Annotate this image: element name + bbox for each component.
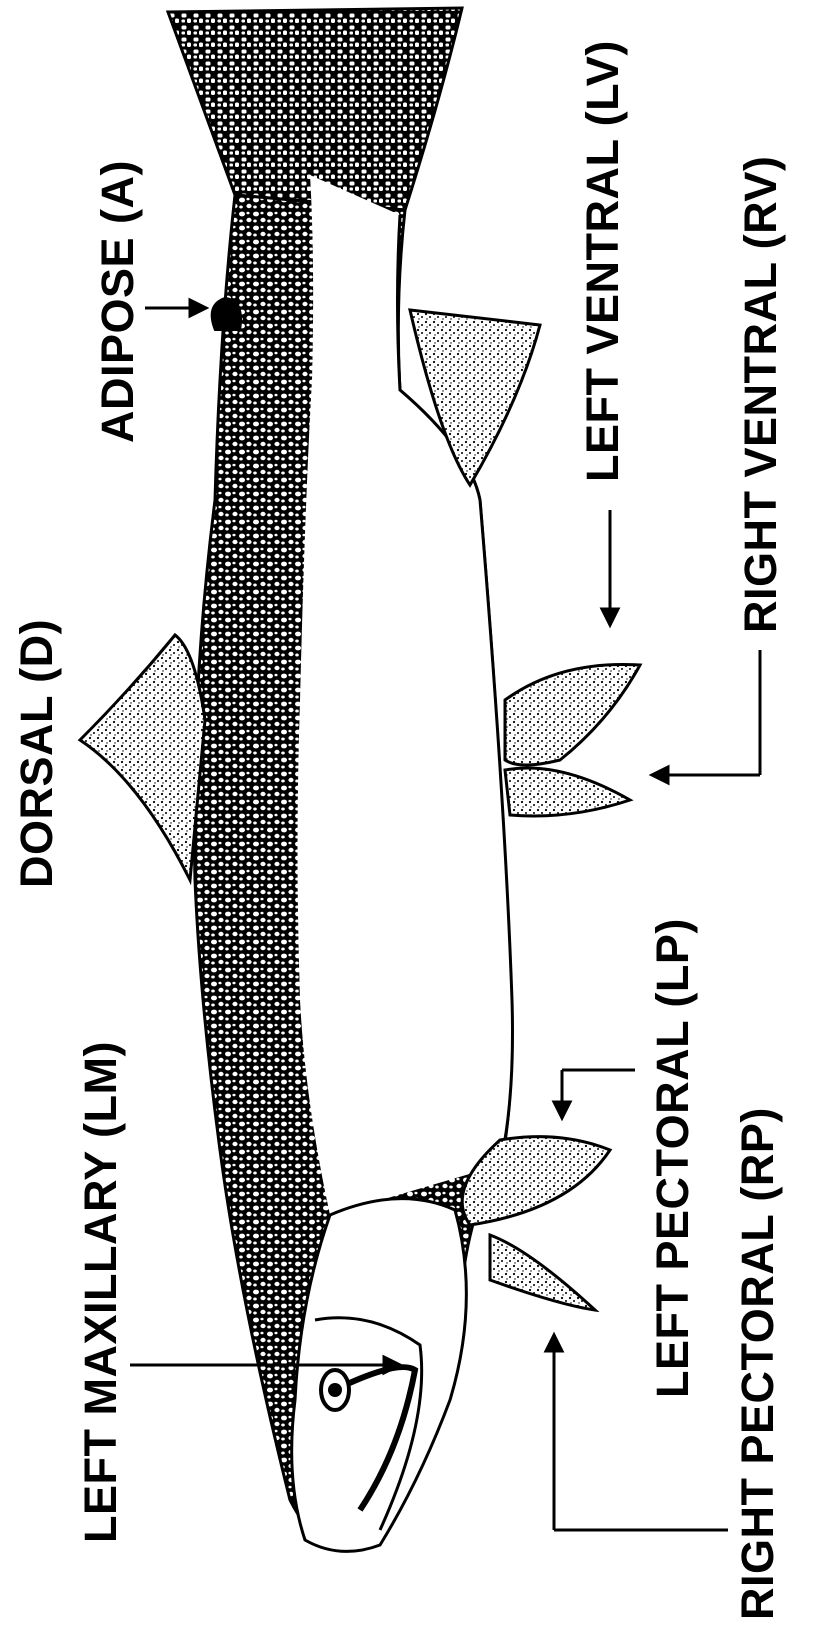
adipose-fin <box>212 298 241 330</box>
right-ventral-arrow <box>652 650 760 783</box>
label-left-ventral: LEFT VENTRAL (LV) <box>580 40 625 482</box>
label-adipose: ADIPOSE (A) <box>95 160 140 443</box>
dorsal-fin <box>80 635 205 880</box>
label-left-pectoral: LEFT PECTORAL (LP) <box>650 918 695 1398</box>
fish-head <box>292 1199 467 1552</box>
right-pectoral-fin <box>490 1235 595 1310</box>
label-dorsal: DORSAL (D) <box>14 619 59 888</box>
right-pectoral-arrow <box>546 1335 728 1530</box>
adipose-arrow <box>145 300 206 316</box>
label-right-ventral: RIGHT VENTRAL (RV) <box>738 156 783 633</box>
label-right-pectoral: RIGHT PECTORAL (RP) <box>735 1107 780 1620</box>
right-ventral-fin <box>505 768 630 816</box>
left-pectoral-arrow <box>554 1070 635 1118</box>
label-left-maxillary: LEFT MAXILLARY (LM) <box>78 1041 123 1543</box>
left-ventral-arrow <box>602 510 618 625</box>
left-ventral-fin <box>505 664 640 765</box>
